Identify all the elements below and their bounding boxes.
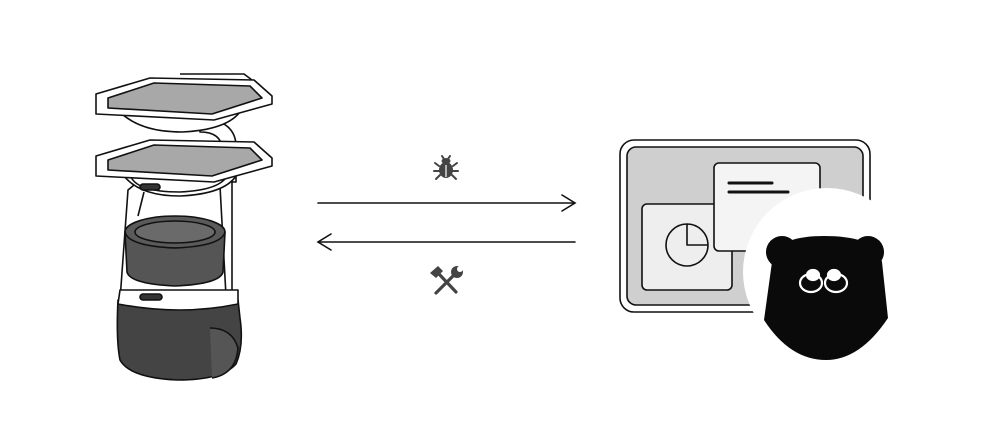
bug-icon — [433, 155, 459, 180]
robot-bucket-body — [124, 231, 226, 287]
robot-base-wheel-fender — [209, 327, 239, 379]
robot-base-sensor — [139, 293, 163, 301]
robot-bucket-inner — [134, 220, 216, 244]
document-lines — [727, 181, 790, 194]
tools-icon — [430, 266, 463, 295]
pie-chart-icon — [665, 223, 709, 267]
robot-side-rib — [137, 191, 145, 217]
mascot-eyes — [798, 268, 849, 294]
robot-tray-lower-sensor — [139, 183, 161, 191]
service-robot — [95, 73, 273, 381]
robot-tray-upper-surface — [107, 82, 263, 115]
arrow-dashboard-to-robot — [316, 233, 576, 251]
robot-base-collar — [117, 289, 239, 311]
robot-base — [116, 299, 243, 381]
robot-tray-upper-handle — [180, 73, 253, 81]
robot-tray-lower-surface — [107, 144, 263, 177]
mascot-avatar — [743, 188, 911, 360]
mascot-bear — [764, 236, 888, 360]
arrow-robot-to-dashboard — [317, 194, 577, 212]
robot-tray-lower-support — [129, 173, 229, 193]
